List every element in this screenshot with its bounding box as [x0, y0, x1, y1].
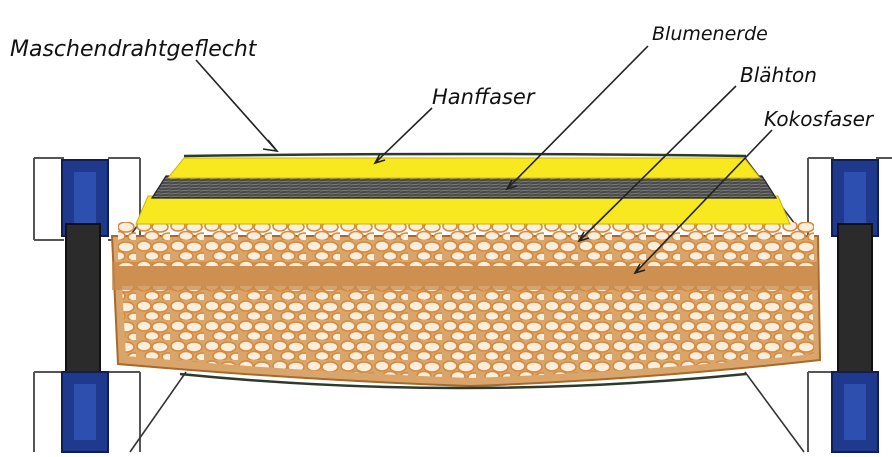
- right-frame: [808, 158, 892, 452]
- hemp-fiber-upper-layer: [168, 158, 760, 178]
- right-post: [838, 224, 872, 396]
- left-post: [66, 224, 100, 396]
- leader-mesh-arrow: [263, 140, 277, 151]
- label-wire-mesh: Maschendrahtgeflecht: [10, 37, 258, 62]
- left-support-diagonal-lower: [130, 372, 186, 452]
- wire-mesh-top: [184, 154, 746, 156]
- right-support-diagonal-lower: [745, 372, 804, 452]
- expanded-clay-upper-layer: [118, 222, 814, 266]
- hemp-fiber-lower-layer: [136, 196, 790, 224]
- coco-fiber-band: [112, 262, 818, 290]
- leader-mesh: [196, 60, 276, 150]
- label-potting-soil: Blumenerde: [652, 23, 768, 45]
- label-expanded-clay: Blähton: [740, 63, 817, 87]
- label-hemp-fiber: Hanffaser: [432, 85, 536, 109]
- label-coco-fiber: Kokosfaser: [764, 107, 875, 131]
- potting-soil-layer: [152, 176, 776, 198]
